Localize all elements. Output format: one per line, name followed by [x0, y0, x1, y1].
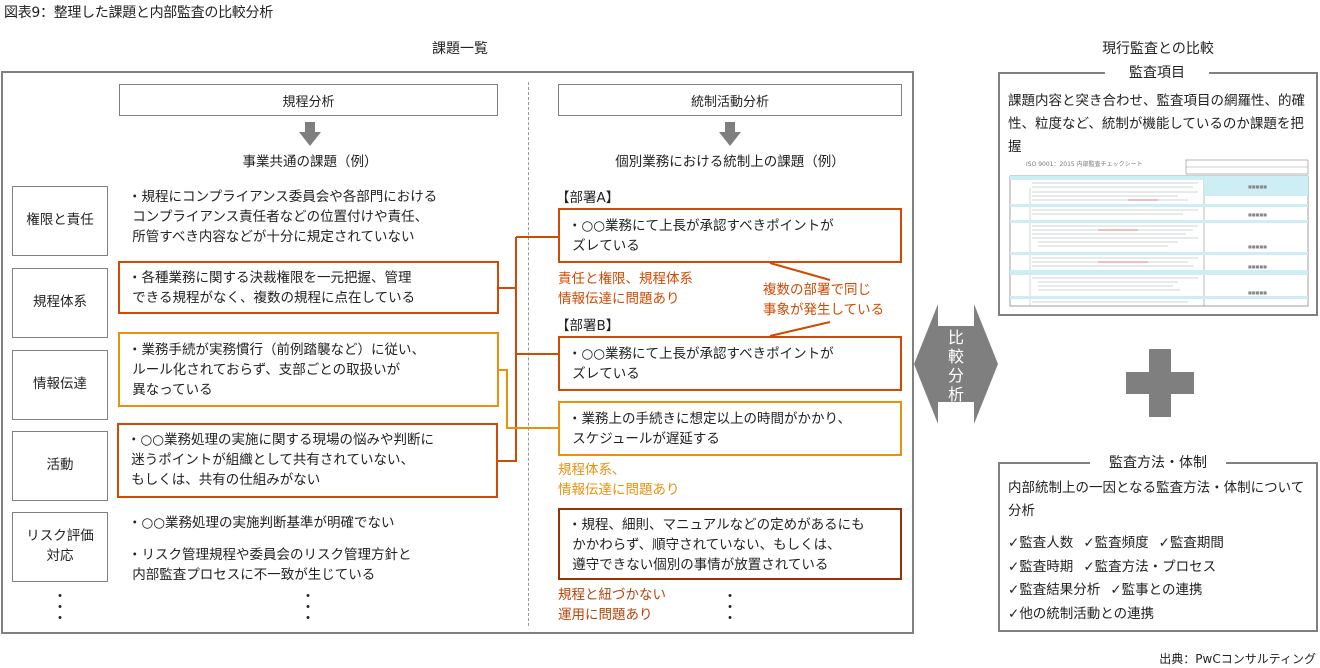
checklist-item: ✓監査頻度 — [1083, 535, 1148, 551]
issue-risk-1: ・○○業務処理の実施判断基準が明確でない — [128, 515, 395, 531]
audit-method-checklist: ✓監査人数✓監査頻度✓監査期間✓監査時期✓監査方法・プロセス✓監査結果分析✓監事… — [1008, 532, 1314, 626]
control-issues-subtitle: 個別業務における統制上の課題（例） — [615, 154, 845, 170]
ellipsis-vertical: ・ ・ ・ — [53, 589, 67, 627]
checklist-row: ✓監査結果分析✓監事との連携 — [1008, 579, 1314, 603]
checkmark-icon: ✓ — [1008, 582, 1020, 598]
checklist-item-label: 監査結果分析 — [1019, 582, 1101, 598]
comparison-panel-title: 現行監査との比較 — [1102, 41, 1214, 57]
checklist-item: ✓監査時期 — [1008, 559, 1073, 575]
issue-authority: ・規程にコンプライアンス委員会や各部門における コンプライアンス責任者などの位置… — [128, 189, 438, 245]
checkmark-icon: ✓ — [1008, 605, 1020, 622]
common-issues-subtitle: 事業共通の課題（例） — [242, 154, 378, 170]
checklist-row: ✓監査時期✓監査方法・プロセス — [1008, 556, 1314, 580]
category-label: 活動 — [46, 457, 74, 474]
ellipsis-vertical: ・ ・ ・ — [723, 589, 737, 627]
source-note: 出典：PwCコンサルティング — [1159, 652, 1316, 666]
issue-risk-2: ・リスク管理規程や委員会のリスク管理方針と 内部監査プロセスに不一致が生じている — [128, 547, 412, 583]
down-arrow-icon — [299, 122, 321, 146]
checklist-row: ✓監査人数✓監査頻度✓監査期間 — [1008, 532, 1314, 556]
dept-b-issue-1: ・○○業務にて上長が承認すべきポイントが ズレている — [558, 336, 902, 391]
plus-icon — [1126, 349, 1194, 417]
issue-activity: ・○○業務処理の実施に関する現場の悩みや判断に 迷うポイントが組織として共有され… — [117, 423, 498, 498]
rule-analysis-header: 規程分析 — [119, 84, 498, 116]
category-activity: 活動 — [12, 431, 108, 501]
column-divider — [528, 82, 529, 626]
checkmark-icon: ✓ — [1008, 558, 1020, 575]
checklist-item: ✓監査期間 — [1159, 535, 1224, 551]
checkmark-icon: ✓ — [1110, 582, 1122, 598]
checklist-thumbnail: ISO 9001：2015 内部監査チェックシート — [1008, 158, 1310, 308]
audit-method-box — [998, 462, 1318, 632]
issue-rule-system: ・各種業務に関する決裁権限を一元把握、管理 できる規程がなく、複数の規程に点在し… — [118, 261, 499, 314]
svg-text:■■■■■: ■■■■■ — [1248, 212, 1267, 217]
svg-text:■■■■■: ■■■■■ — [1248, 264, 1267, 269]
checklist-image: ISO 9001：2015 内部監査チェックシート — [1009, 159, 1309, 307]
category-label: 情報伝達 — [33, 376, 87, 393]
control-analysis-header: 統制活動分析 — [558, 84, 902, 116]
other-issue: ・規程、細則、マニュアルなどの定めがあるにも かかわらず、順守されていない、もし… — [558, 508, 902, 580]
checklist-item-label: 監査頻度 — [1094, 535, 1149, 551]
thumbnail-caption: ISO 9001：2015 内部監査チェックシート — [1026, 160, 1143, 168]
ellipsis-vertical: ・ ・ ・ — [301, 589, 315, 627]
category-info-transfer: 情報伝達 — [12, 350, 108, 420]
rule-analysis-label: 規程分析 — [282, 94, 335, 110]
compare-double-arrow-icon — [914, 304, 998, 424]
down-arrow-icon — [719, 122, 741, 146]
multi-dept-callout: 複数の部署で同じ 事象が発生している — [763, 282, 885, 318]
dept-b-issue-2: ・業務上の手続きに想定以上の時間がかかり、 スケジュールが遅延する — [558, 401, 902, 456]
dept-a-label: 【部署A】 — [556, 190, 620, 206]
svg-text:■■■■■: ■■■■■ — [1248, 290, 1267, 295]
category-authority: 権限と責任 — [12, 186, 108, 256]
audit-method-text: 内部統制上の一因となる監査方法・体制について分析 — [1008, 480, 1305, 519]
issues-frame — [1, 71, 914, 634]
svg-text:■■■■■: ■■■■■ — [1248, 184, 1267, 189]
category-label: リスク評価 対応 — [26, 528, 94, 564]
checklist-item-label: 監査期間 — [1169, 535, 1224, 551]
checkmark-icon: ✓ — [1083, 558, 1095, 575]
dept-b-label: 【部署B】 — [556, 318, 620, 334]
svg-text:■■■■■: ■■■■■ — [1248, 244, 1267, 249]
checklist-item: ✓監査人数 — [1008, 535, 1073, 551]
checklist-item: ✓他の統制活動との連携 — [1008, 606, 1154, 622]
figure-title: 図表9：整理した課題と内部監査の比較分析 — [4, 5, 273, 21]
checklist-item: ✓監査結果分析 — [1008, 582, 1100, 598]
dept-a-note: 責任と権限、規程体系 情報伝達に問題あり — [558, 271, 693, 307]
audit-method-title: 監査方法・体制 — [1090, 452, 1226, 472]
compare-label: 比 較 分 析 — [947, 328, 964, 404]
audit-items-title: 監査項目 — [1105, 62, 1209, 82]
checklist-item-label: 監査人数 — [1019, 535, 1074, 551]
dept-a-issue: ・○○業務にて上長が承認すべきポイントが ズレている — [558, 208, 902, 263]
audit-items-text: 課題内容と突き合わせ、監査項目の網羅性、的確性、粒度など、統制が機能しているのか… — [1008, 93, 1305, 155]
checklist-item-label: 監査時期 — [1019, 558, 1074, 575]
category-label: 権限と責任 — [26, 212, 94, 229]
checklist-item: ✓監事との連携 — [1110, 582, 1202, 598]
category-rule-system: 規程体系 — [12, 268, 108, 338]
issue-info-transfer: ・業務手続が実務慣行（前例踏襲など）に従い、 ルール化されておらず、支部ごとの取… — [118, 332, 499, 407]
checklist-item-label: 監事との連携 — [1121, 582, 1203, 598]
dept-b-note: 規程体系、 情報伝達に問題あり — [558, 462, 680, 498]
checkmark-icon: ✓ — [1008, 535, 1020, 551]
issues-panel-title: 課題一覧 — [432, 41, 488, 57]
other-note: 規程と紐づかない 運用に問題あり — [558, 587, 666, 623]
checklist-item: ✓監査方法・プロセス — [1083, 559, 1216, 575]
checklist-item-label: 監査方法・プロセス — [1094, 558, 1217, 575]
checklist-row: ✓他の統制活動との連携 — [1008, 603, 1314, 627]
checkmark-icon: ✓ — [1083, 535, 1095, 551]
checklist-item-label: 他の統制活動との連携 — [1019, 605, 1155, 622]
category-risk: リスク評価 対応 — [12, 512, 108, 582]
category-label: 規程体系 — [33, 294, 87, 311]
checkmark-icon: ✓ — [1158, 535, 1170, 551]
control-analysis-label: 統制活動分析 — [690, 94, 769, 110]
